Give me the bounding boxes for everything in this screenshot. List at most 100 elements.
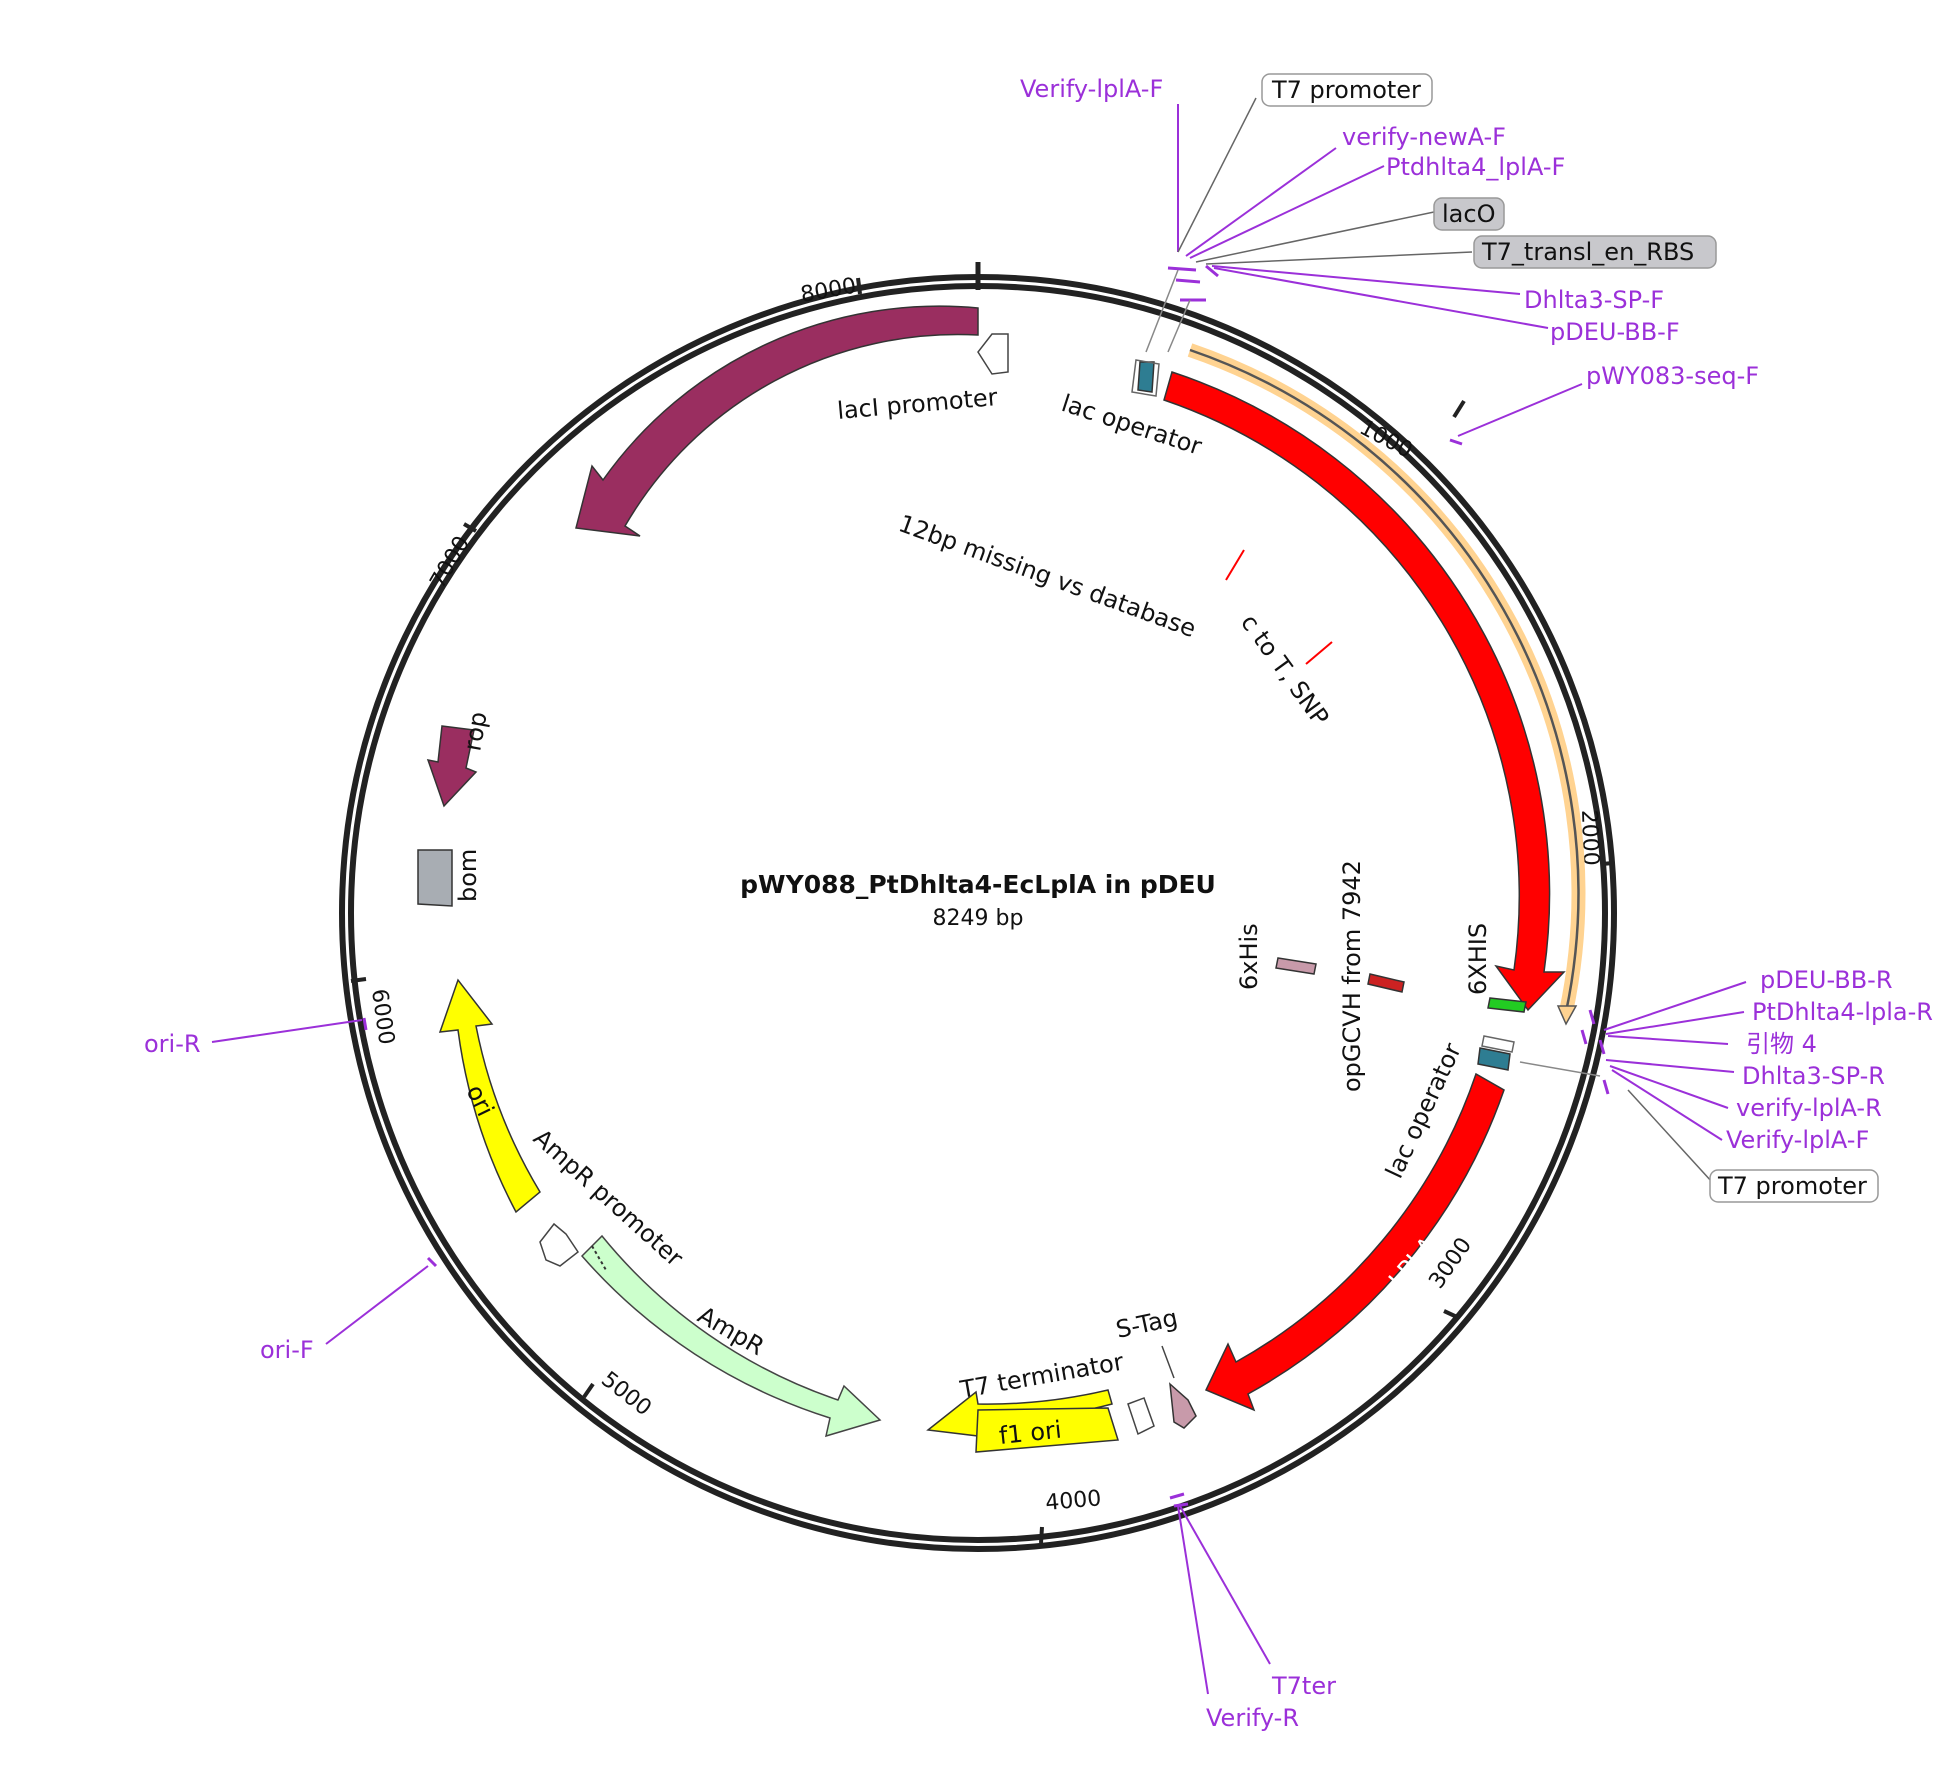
leader-t7-transl [1205, 251, 1473, 265]
leader-dhlta3-sp-r [1605, 1059, 1735, 1073]
laci-label: lacI [763, 381, 813, 426]
leader-verify-lpla-f-right [1611, 1069, 1723, 1141]
tick-mark [856, 277, 862, 295]
t7-promoter-right-label: T7 promoter [1717, 1172, 1867, 1200]
leader-laco [1195, 211, 1435, 263]
f1-ori-body [975, 1407, 1119, 1453]
plasmid-title: pWY088_PtDhlta4-EcLplA in pDEU [740, 870, 1216, 899]
s-tag-mark[interactable] [1169, 1382, 1197, 1429]
t7-transl-box [1473, 235, 1717, 269]
opgcvh-mark[interactable] [1367, 973, 1405, 993]
tick-mark [1452, 399, 1466, 419]
primer-yinwu-4-label: 引物 4 [1746, 1030, 1817, 1058]
leader-t7-promoter-top [1177, 97, 1257, 253]
ori-feature-arrow[interactable] [438, 978, 541, 1214]
opgcvh-label: opGCVH from 7942 [1338, 860, 1366, 1092]
lac-operator-right-outline [1481, 1035, 1515, 1053]
leader-verify-lpla-r [1609, 1065, 1729, 1109]
tick-label-4000: 4000 [1044, 1486, 1102, 1516]
snp-2-mark [1305, 641, 1333, 665]
primer-ori-f-label: ori-F [260, 1336, 314, 1364]
leader-pwy083-seq-f [1457, 383, 1583, 437]
primer-verify-lpla-r-label: verify-lplA-R [1736, 1094, 1882, 1122]
laco-label: lacO [1442, 200, 1495, 228]
t7-terminator-mark[interactable] [1127, 1397, 1155, 1436]
his-tag-1-mark[interactable] [1487, 997, 1527, 1013]
primer-pwy083-seq-f-label: pWY083-seq-F [1586, 362, 1759, 390]
primer-ori-r-label: ori-R [144, 1030, 201, 1058]
tick-mark [1039, 1526, 1044, 1544]
tick-label-6000: 6000 [366, 987, 399, 1046]
t7-transl-label: T7_transl_en_RBS [1481, 238, 1694, 266]
primer-verify-newa-f-label: verify-newA-F [1342, 123, 1506, 151]
laci-feature-arrow[interactable] [575, 305, 979, 537]
ampr-feature-arrow[interactable] [580, 1234, 882, 1438]
primer-dhlta3-sp-r-label: Dhlta3-SP-R [1742, 1062, 1885, 1090]
leader-verify-r [1177, 1505, 1209, 1695]
feature-leader-top [1145, 269, 1179, 353]
feature-leader-right [1519, 1061, 1601, 1077]
tick-mark [582, 1382, 595, 1399]
lac-operator-top[interactable] [1137, 361, 1155, 393]
rop-label: rop [458, 710, 492, 754]
laci-promoter-arrow[interactable] [977, 333, 1009, 375]
primer-verify-lpla-f-right-label: Verify-lplA-F [1726, 1126, 1869, 1154]
leader-verify-newa-f [1185, 147, 1337, 257]
primer-pdeu-bb-f-label: pDEU-BB-F [1550, 318, 1680, 346]
leader-ptdhlta4-lpla-r [1605, 1011, 1745, 1035]
leader-ori-r [211, 1019, 363, 1043]
primer-ptdhlta4-lpla-f-label: Ptdhlta4_lplA-F [1386, 153, 1565, 181]
rop-feature-arrow[interactable] [426, 725, 478, 808]
t7-promoter-top-label: T7 promoter [1271, 76, 1421, 104]
phatr3-feature-arrow[interactable] [1163, 371, 1566, 1012]
ampr-dotted-divider [591, 1245, 607, 1271]
cds-highlight-arrowhead [1556, 1005, 1578, 1026]
cds-highlight-arc-inner [1189, 348, 1580, 1013]
primer-marks-bottom [1169, 1492, 1189, 1508]
leader-t7-promoter-right [1627, 1089, 1713, 1183]
leader-t7ter [1179, 1505, 1271, 1665]
tick-mark [462, 522, 478, 533]
ampr-promoter-arrow[interactable] [539, 1222, 580, 1267]
f1-ori-label: f1 ori [998, 1416, 1063, 1450]
leader-ori-f [325, 1265, 429, 1345]
primer-marks-top [1167, 264, 1219, 302]
s-tag-label: S-Tag [1113, 1304, 1180, 1344]
tick-label-8000: 8000 [799, 274, 858, 308]
lpla-feature-arrow[interactable] [1204, 1072, 1505, 1412]
leader-yinwu-4 [1607, 1035, 1729, 1045]
feature-leader-top-2 [1167, 299, 1191, 353]
laci-promoter-label: lacI promoter [836, 383, 999, 425]
primer-ptdhlta4-lpla-r-label: PtDhlta4-lpla-R [1752, 998, 1933, 1026]
tick-label-5000: 5000 [596, 1367, 656, 1421]
primer-mark-pwy083 [1449, 438, 1463, 446]
leader-ptdhlta4-lpla-f [1189, 165, 1385, 259]
primer-verify-r-label: Verify-R [1206, 1704, 1299, 1732]
his-tag-1-label: 6XHIS [1464, 923, 1492, 995]
primer-mark-ori-f [426, 1256, 438, 1268]
primer-dhlta3-sp-f-label: Dhlta3-SP-F [1524, 286, 1664, 314]
his-tag-2-mark[interactable] [1275, 957, 1317, 975]
lac-operator-top-outline [1131, 359, 1160, 397]
primer-pdeu-bb-r-label: pDEU-BB-R [1760, 966, 1893, 994]
t7-promoter-right-box [1709, 1169, 1879, 1203]
primer-marks-right [1580, 1009, 1610, 1095]
leader-pdeu-bb-f [1213, 267, 1549, 329]
bom-feature[interactable] [417, 849, 453, 907]
plasmid-length: 8249 bp [933, 906, 1024, 931]
primer-t7ter-label: T7ter [1271, 1672, 1336, 1700]
lac-operator-right[interactable] [1477, 1047, 1511, 1071]
his-tag-2-label: 6xHis [1235, 923, 1263, 990]
primer-verify-lpla-f-label: Verify-lplA-F [1020, 75, 1163, 103]
t7-promoter-top-box [1261, 73, 1433, 107]
leader-dhlta3-sp-f [1211, 265, 1521, 295]
snp-1-label: 12bp missing vs database [895, 509, 1200, 643]
tick-label-7000: 7000 [426, 532, 476, 593]
laco-box [1433, 197, 1505, 231]
bom-label: bom [454, 849, 482, 902]
snp-1-mark [1225, 549, 1245, 581]
tick-mark [350, 977, 367, 983]
leader-pdeu-bb-r [1603, 981, 1747, 1031]
snp-2-label: c to T, SNP [1235, 609, 1334, 731]
